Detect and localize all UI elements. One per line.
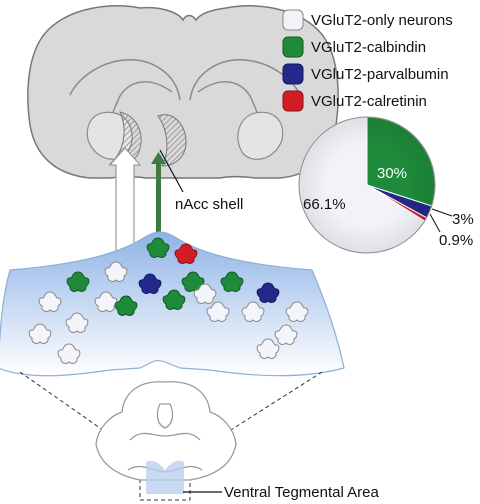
legend-item-vglut2-calbindin: VGluT2-calbindin <box>282 36 426 58</box>
legend-label-vglut2-calbindin: VGluT2-calbindin <box>311 39 426 56</box>
midbrain-outline-upper <box>95 381 237 481</box>
pie-pointer-parvalbumin <box>431 208 453 217</box>
legend-swatch-vglut2-calbindin <box>282 36 304 58</box>
pie-label-vglut2-parvalbumin: 3% <box>452 211 474 228</box>
zoom-guide-right <box>189 371 323 457</box>
green-projection-arrowhead <box>151 152 166 164</box>
legend-label-vglut2-only: VGluT2-only neurons <box>311 12 453 29</box>
pie-label-vglut2-calbindin: 30% <box>377 165 407 182</box>
midbrain-section <box>95 381 237 481</box>
legend: VGluT2-only neurons VGluT2-calbindin VGl… <box>282 9 453 112</box>
brain-coronal-section <box>27 5 339 179</box>
pie-rim-shade <box>298 116 436 254</box>
legend-swatch-vglut2-parvalbumin <box>282 63 304 85</box>
nacc-shell-label: nAcc shell <box>175 196 243 213</box>
legend-item-vglut2-calretinin: VGluT2-calretinin <box>282 90 427 112</box>
legend-item-vglut2-only: VGluT2-only neurons <box>282 9 453 31</box>
green-projection-shaft <box>156 162 161 238</box>
pie-pointer-calretinin <box>429 213 441 233</box>
legend-swatch-vglut2-calretinin <box>282 90 304 112</box>
right-nacc-shell <box>157 114 187 167</box>
pie-label-vglut2-only: 66.1% <box>303 196 346 213</box>
vta-inset-fill <box>146 460 184 494</box>
legend-swatch-vglut2-only <box>282 9 304 31</box>
legend-label-vglut2-calretinin: VGluT2-calretinin <box>311 93 427 110</box>
nacc-shell-pointer <box>159 149 184 193</box>
legend-item-vglut2-parvalbumin: VGluT2-parvalbumin <box>282 63 449 85</box>
vta-label: Ventral Tegmental Area <box>224 484 379 501</box>
midbrain-inner-contour <box>129 432 201 441</box>
left-corpus-callosum <box>69 59 181 101</box>
pie-label-vglut2-calretinin: 0.9% <box>439 232 473 249</box>
midbrain-aqueduct <box>156 403 174 429</box>
proportion-pie-chart: 66.1% 30% 3% 0.9% <box>298 116 474 254</box>
right-nacc-core <box>237 111 284 160</box>
legend-label-vglut2-parvalbumin: VGluT2-parvalbumin <box>311 66 449 83</box>
